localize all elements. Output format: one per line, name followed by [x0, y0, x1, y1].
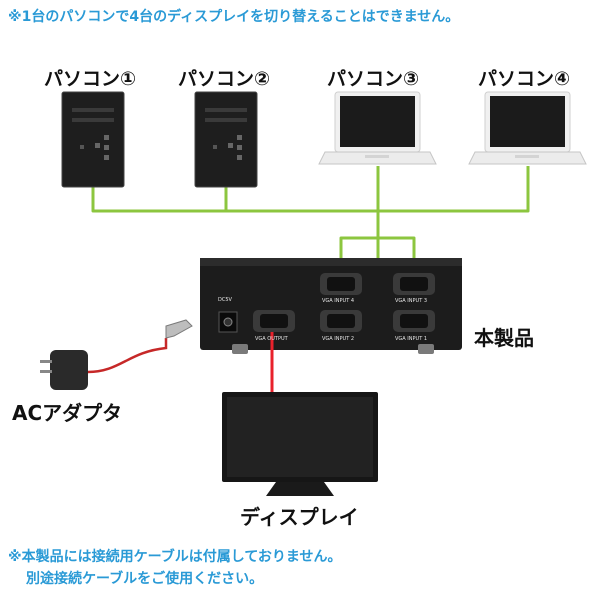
vga-input3-port	[393, 273, 435, 295]
bottom-note-2: 別途接続ケーブルをご使用ください。	[26, 571, 264, 587]
vga-input3-label: VGA INPUT 3	[395, 298, 428, 304]
vga-input1-port	[393, 310, 435, 332]
vga-output-label: VGA OUTPUT	[255, 336, 288, 342]
pc3-label: パソコン③	[327, 68, 420, 90]
pc4-laptop-icon	[468, 91, 587, 165]
top-note: ※1台のパソコンで4台のディスプレイを切り替えることはできません。	[8, 9, 460, 25]
adapter-label: ACアダプタ	[12, 401, 123, 425]
pc4-label: パソコン④	[478, 68, 571, 90]
pc1-desktop-icon	[61, 91, 125, 188]
pc3-laptop-icon	[318, 91, 437, 165]
vga-input2-port	[320, 310, 362, 332]
pc2-label: パソコン②	[178, 68, 271, 90]
bottom-note-1: ※本製品には接続用ケーブルは付属しておりません。	[8, 549, 342, 565]
power-jack-label: DC5V	[218, 297, 232, 303]
cable-pc4	[378, 166, 530, 213]
vga-input2-label: VGA INPUT 2	[322, 336, 355, 342]
cable-pc1	[91, 187, 378, 213]
switch-device-icon	[200, 258, 462, 354]
vga-input4-port	[320, 273, 362, 295]
display-icon	[222, 392, 378, 496]
display-label: ディスプレイ	[240, 505, 359, 529]
vga-input1-label: VGA INPUT 1	[395, 336, 428, 342]
vga-output-port	[253, 310, 295, 332]
device-label: 本製品	[474, 326, 534, 350]
pc2-desktop-icon	[194, 91, 258, 188]
vga-input4-label: VGA INPUT 4	[322, 298, 355, 304]
pc1-label: パソコン①	[44, 68, 137, 90]
ac-adapter-icon	[40, 319, 193, 390]
